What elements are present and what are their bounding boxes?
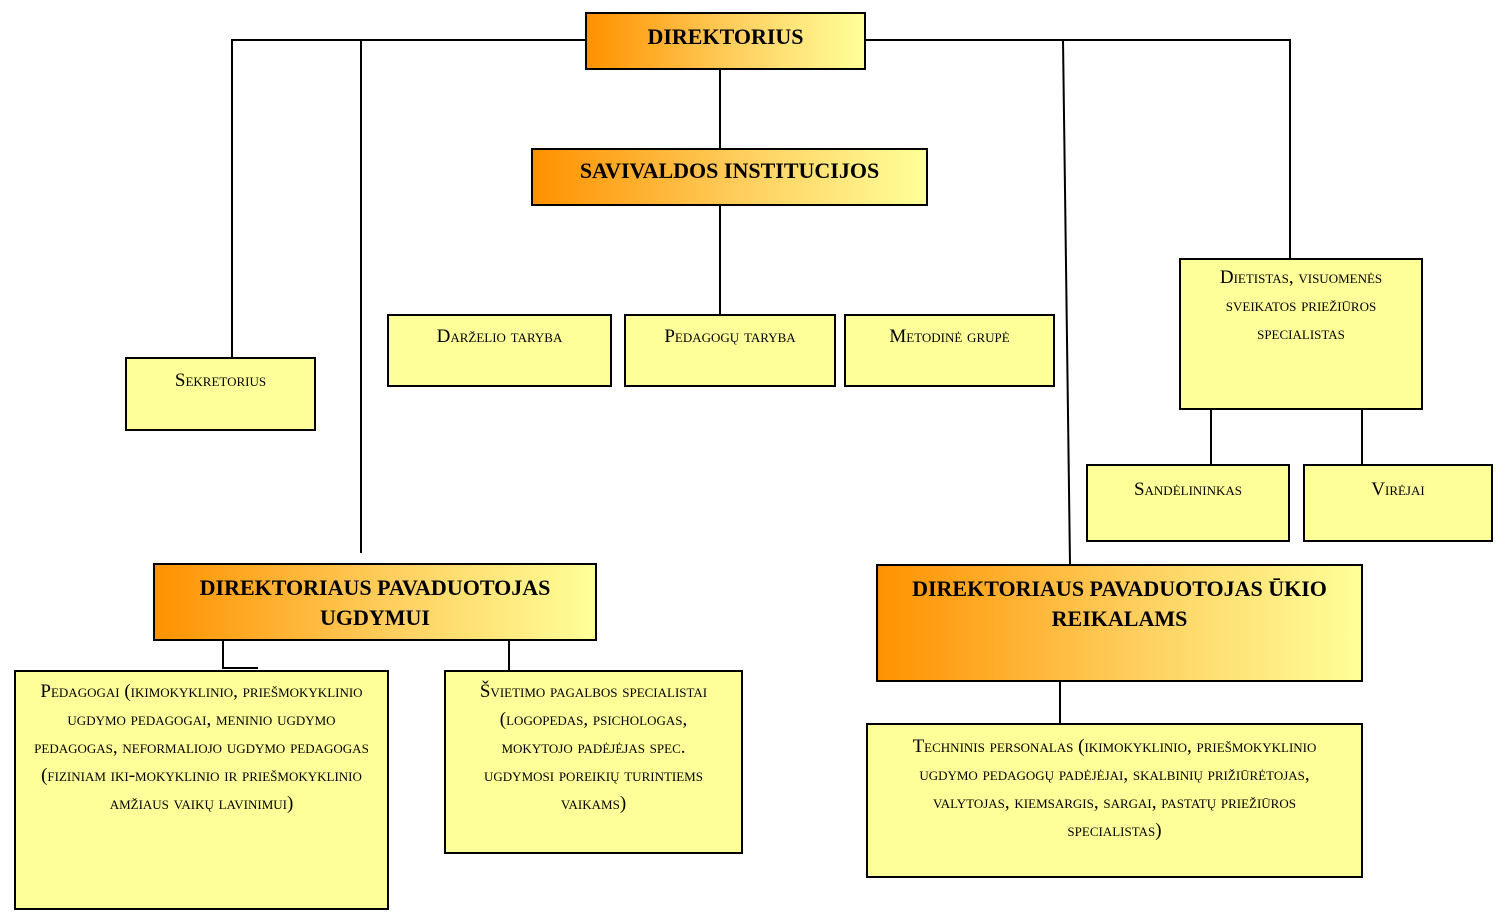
technical-staff-label: Techninis personalas (ikimokyklinio, pri… — [912, 736, 1317, 841]
director-label: DIREKTORIUS — [647, 24, 804, 49]
self-government-label: SAVIVALDOS INSTITUCIJOS — [579, 158, 880, 183]
kindergarten-council-label: Darželio taryba — [436, 326, 563, 347]
cooks-box: Virėjai — [1303, 464, 1493, 542]
technical-staff-box: Techninis personalas (ikimokyklinio, pri… — [866, 723, 1363, 878]
line-deputy-teachers — [222, 641, 258, 669]
pedagogical-council-label: Pedagogų taryba — [664, 326, 796, 347]
line-director-dietitian — [865, 39, 1291, 258]
teachers-box: Pedagogai (ikimokyklinio, priešmokyklini… — [14, 670, 389, 910]
dietitian-label: Dietistas, visuomenės sveikatos priežiūr… — [1219, 267, 1383, 344]
methodical-group-box: Metodinė grupė — [844, 314, 1055, 387]
pedagogical-council-box: Pedagogų taryba — [624, 314, 836, 387]
secretary-box: Sekretorius — [125, 357, 316, 431]
self-government-box: SAVIVALDOS INSTITUCIJOS — [531, 148, 928, 206]
cooks-label: Virėjai — [1371, 479, 1425, 500]
teachers-label: Pedagogai (ikimokyklinio, priešmokyklini… — [34, 681, 369, 814]
deputy-education-box: DIREKTORIAUS PAVADUOTOJAS UGDYMUI — [153, 563, 597, 641]
deputy-education-label: DIREKTORIAUS PAVADUOTOJAS UGDYMUI — [199, 575, 551, 630]
secretary-label: Sekretorius — [174, 370, 267, 391]
support-specialists-box: Švietimo pagalbos specialistai (logopeda… — [444, 670, 743, 854]
methodical-group-label: Metodinė grupė — [889, 326, 1010, 347]
dietitian-box: Dietistas, visuomenės sveikatos priežiūr… — [1179, 258, 1423, 410]
storekeeper-label: Sandėlininkas — [1133, 479, 1243, 500]
storekeeper-box: Sandėlininkas — [1086, 464, 1290, 542]
kindergarten-council-box: Darželio taryba — [387, 314, 612, 387]
line-director-secretary — [231, 39, 585, 357]
director-box: DIREKTORIUS — [585, 12, 866, 70]
line-director-deputy-econ — [1062, 39, 1071, 565]
deputy-economy-label: DIREKTORIAUS PAVADUOTOJAS ŪKIO REIKALAMS — [912, 576, 1327, 631]
support-specialists-label: Švietimo pagalbos specialistai (logopeda… — [479, 681, 708, 814]
deputy-economy-box: DIREKTORIAUS PAVADUOTOJAS ŪKIO REIKALAMS — [876, 564, 1363, 682]
